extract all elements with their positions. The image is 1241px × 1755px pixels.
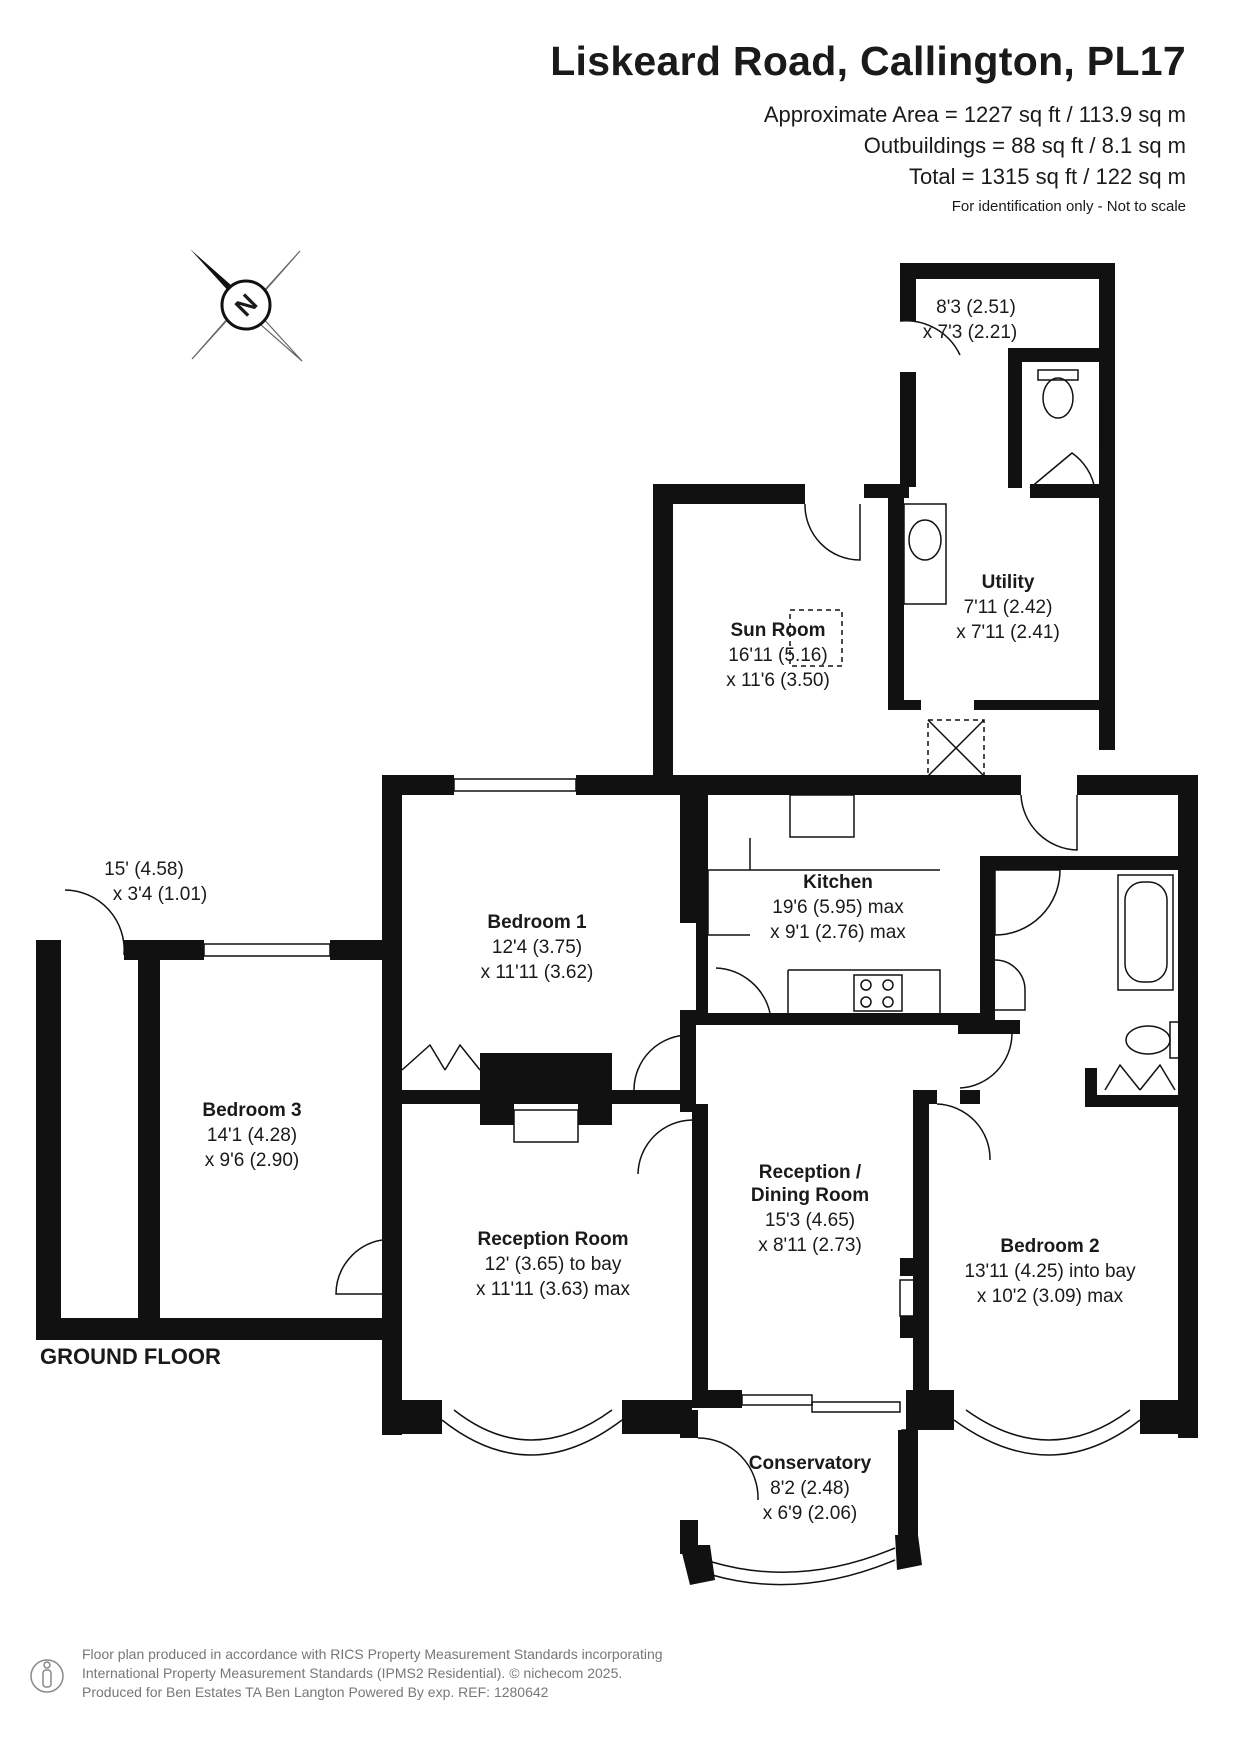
reception-dining-name1: Reception / (759, 1162, 862, 1183)
reception-room-name: Reception Room (478, 1229, 629, 1250)
garage-dim2: x 3'4 (1.01) (113, 884, 207, 905)
conservatory-name: Conservatory (749, 1453, 872, 1474)
reception-room-dim2: x 11'11 (3.63) max (476, 1279, 630, 1300)
kitchen-dim1: 19'6 (5.95) max (772, 897, 904, 918)
utility-name: Utility (982, 572, 1035, 593)
approximate-area-text: Approximate Area = 1227 sq ft / 113.9 sq… (763, 102, 1186, 127)
reception-room-dim1: 12' (3.65) to bay (485, 1254, 622, 1275)
bedroom3-dim1: 14'1 (4.28) (207, 1125, 297, 1146)
footer-line2: International Property Measurement Stand… (82, 1665, 623, 1681)
property-address-title: Liskeard Road, Callington, PL17 (550, 38, 1186, 84)
conservatory-dim1: 8'2 (2.48) (770, 1478, 850, 1499)
sun-room-dim2: x 11'6 (3.50) (726, 670, 830, 691)
store-dim1: 8'3 (2.51) (936, 297, 1016, 318)
bedroom3-dim2: x 9'6 (2.90) (205, 1150, 299, 1171)
bedroom1-dim1: 12'4 (3.75) (492, 937, 582, 958)
sun-room-dim1: 16'11 (5.16) (728, 645, 827, 666)
store-dim2: x 7'3 (2.21) (923, 322, 1017, 343)
kitchen-name: Kitchen (803, 872, 873, 893)
person-scale-icon (30, 1659, 64, 1693)
reception-dining-dim1: 15'3 (4.65) (765, 1210, 855, 1231)
fixtures (64, 319, 1195, 1586)
bedroom1-name: Bedroom 1 (487, 912, 587, 933)
sun-room-name: Sun Room (731, 620, 826, 641)
utility-dim2: x 7'11 (2.41) (956, 622, 1060, 643)
bedroom2-name: Bedroom 2 (1000, 1236, 1099, 1257)
bedroom3-name: Bedroom 3 (202, 1100, 301, 1121)
garage-dim1: 15' (4.58) (104, 859, 184, 880)
total-area-text: Total = 1315 sq ft / 122 sq m (909, 164, 1186, 189)
footer-disclaimer: Floor plan produced in accordance with R… (82, 1645, 663, 1702)
footer-line3: Produced for Ben Estates TA Ben Langton … (82, 1684, 549, 1700)
bedroom1-dim2: x 11'11 (3.62) (481, 962, 594, 983)
reception-dining-name2: Dining Room (751, 1185, 869, 1206)
bedroom2-dim1: 13'11 (4.25) into bay (964, 1261, 1136, 1282)
kitchen-dim2: x 9'1 (2.76) max (770, 922, 906, 943)
conservatory-dim2: x 6'9 (2.06) (763, 1503, 857, 1524)
floor-label: GROUND FLOOR (40, 1344, 221, 1369)
reception-dining-dim2: x 8'11 (2.73) (758, 1235, 862, 1256)
walls (36, 263, 1198, 1585)
bedroom2-dim2: x 10'2 (3.09) max (977, 1286, 1124, 1307)
utility-dim1: 7'11 (2.42) (964, 597, 1053, 618)
footer-line1: Floor plan produced in accordance with R… (82, 1646, 663, 1662)
identification-note: For identification only - Not to scale (951, 198, 1186, 215)
room-labels: 8'3 (2.51) x 7'3 (2.21) Sun Room 16'11 (… (104, 297, 1136, 1524)
north-arrow-icon: N (190, 249, 303, 362)
outbuildings-area-text: Outbuildings = 88 sq ft / 8.1 sq m (863, 133, 1186, 158)
